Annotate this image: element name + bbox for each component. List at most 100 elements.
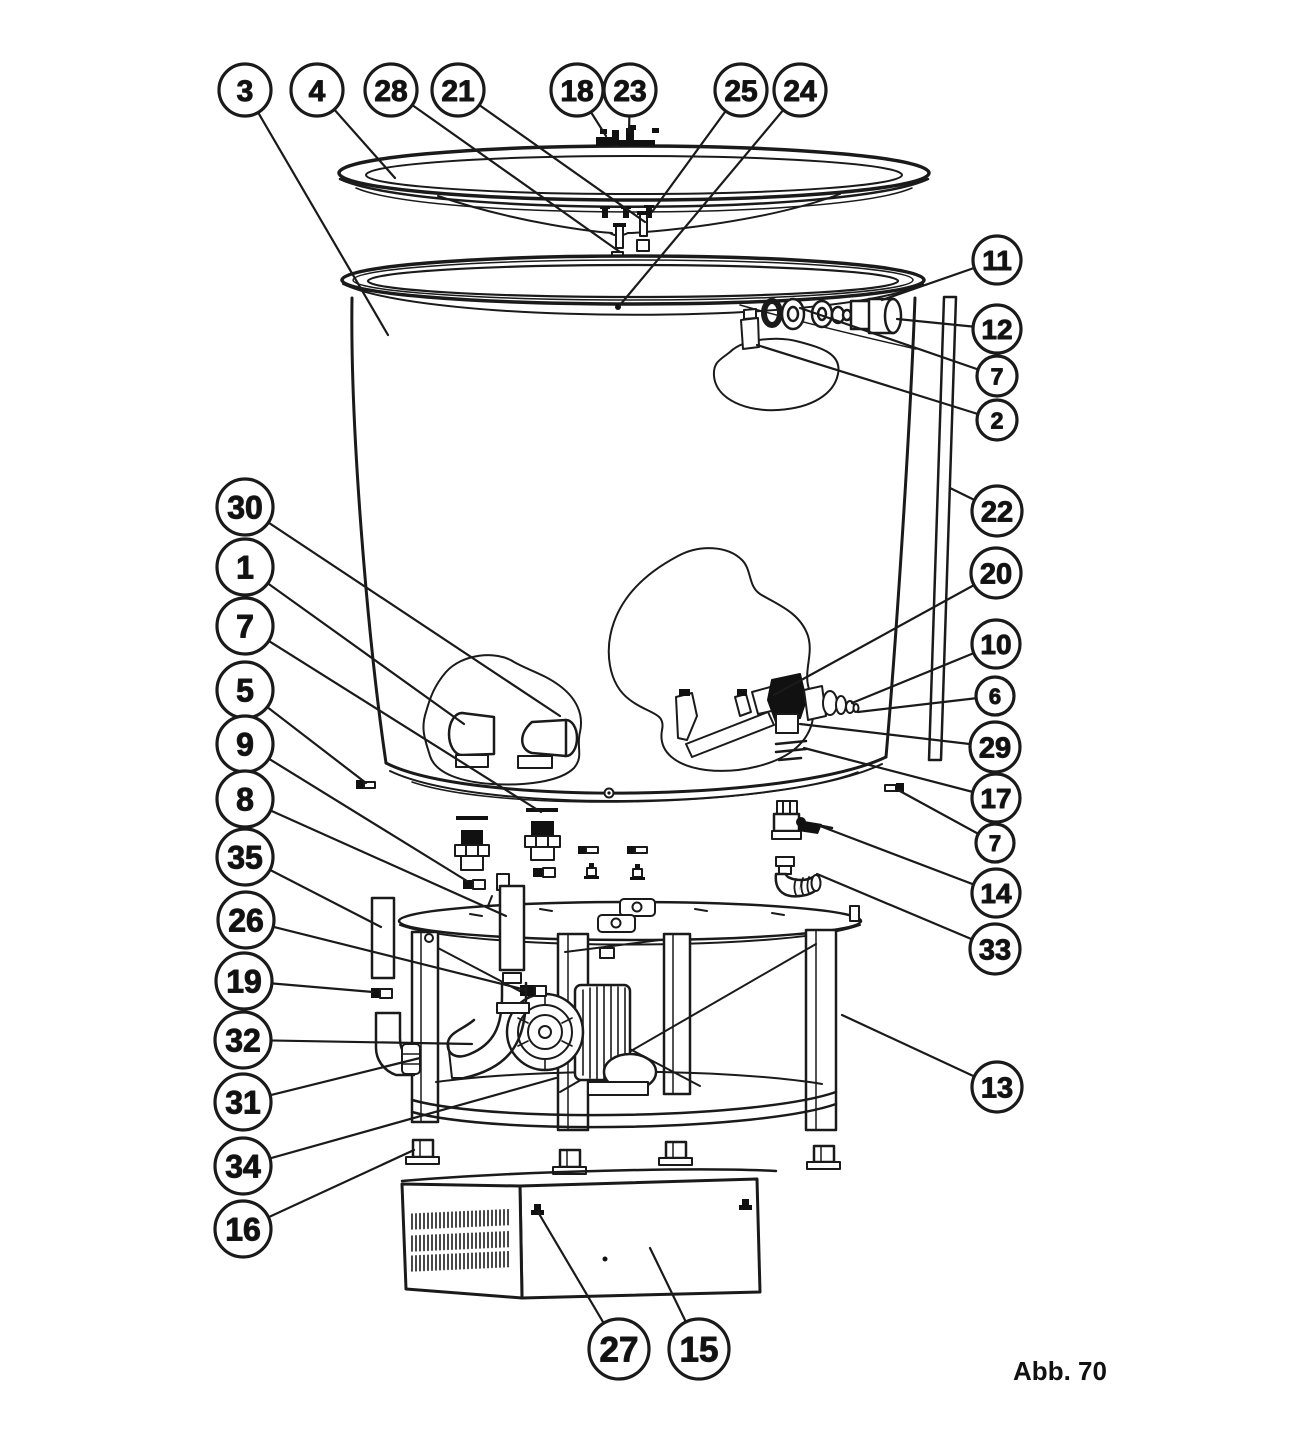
callout-number: 20: [980, 558, 1012, 590]
callout-number: 24: [783, 75, 817, 108]
leader-line: [815, 872, 997, 951]
tank-top-cutout-outline: [712, 337, 840, 412]
callout-circle: [667, 1317, 731, 1381]
callout-24: 24: [618, 62, 828, 307]
callout-circle: [215, 827, 275, 887]
callout-19: 19: [214, 951, 375, 1011]
callout-31: 31: [213, 1056, 422, 1132]
callout-33: 33: [815, 872, 1022, 976]
leader-line: [798, 306, 999, 378]
callout-number: 11: [982, 245, 1012, 276]
lid-fasteners: [600, 205, 654, 263]
callout-circle: [216, 890, 276, 950]
callout-11: 11: [880, 234, 1023, 302]
pump: [505, 939, 661, 1096]
callout-circle: [968, 922, 1022, 976]
callout-circle: [971, 303, 1023, 355]
callout-number: 7: [236, 609, 254, 645]
leader-line: [389, 88, 622, 254]
callout-number: 4: [309, 75, 326, 108]
callout-number: 29: [979, 732, 1011, 764]
left-pipe-parts: [370, 896, 421, 1077]
leader-line: [818, 824, 998, 895]
leader-line: [618, 88, 802, 307]
callout-number: 23: [613, 75, 646, 108]
foot: [658, 1140, 693, 1166]
leader-line: [856, 694, 997, 714]
callout-circle: [213, 1072, 273, 1132]
callout-circle: [430, 62, 486, 118]
callout-circle: [970, 867, 1022, 919]
leader-line: [243, 88, 390, 337]
callout-18: 18: [549, 62, 608, 138]
leader-line: [241, 1076, 558, 1168]
callout-3: 3: [217, 62, 390, 337]
callout-27: 27: [536, 1210, 651, 1381]
callout-number: 34: [225, 1149, 261, 1185]
callout-circle: [215, 477, 275, 537]
tank-bottom-screw-left: [356, 780, 376, 789]
callout-number: 13: [981, 1072, 1013, 1104]
callout-number: 2: [991, 407, 1004, 433]
callout-circle: [587, 1317, 651, 1381]
callout-circle: [970, 772, 1022, 824]
callout-circle: [213, 1010, 273, 1070]
callout-number: 27: [600, 1331, 639, 1370]
leader-line: [755, 343, 999, 422]
callout-7b: 7: [896, 788, 1016, 864]
callout-number: 25: [724, 75, 757, 108]
callout-number: 31: [225, 1085, 261, 1121]
callout-number: 19: [226, 964, 262, 1000]
callout-14: 14: [818, 824, 1022, 919]
callout-16: 16: [213, 1148, 416, 1259]
callout-7: 7: [798, 306, 1019, 398]
callout-circle: [215, 596, 275, 656]
leader-line: [243, 742, 469, 883]
callout-circle: [214, 951, 274, 1011]
leader-line: [243, 624, 543, 814]
callout-circle: [974, 822, 1016, 864]
foot: [806, 1144, 841, 1170]
callout-10: 10: [850, 618, 1022, 705]
control-box: [400, 1168, 778, 1300]
callout-15: 15: [648, 1246, 731, 1381]
callout-number: 16: [225, 1212, 261, 1248]
callout-number: 26: [228, 903, 264, 939]
callout-25: 25: [650, 62, 769, 214]
callout-7c: 7: [215, 596, 543, 814]
callout-4: 4: [289, 62, 397, 180]
callout-circle: [602, 62, 658, 118]
drain-valve-assembly: [675, 673, 860, 762]
callout-6: 6: [856, 675, 1016, 717]
leader-line: [850, 642, 998, 705]
callout-circle: [970, 484, 1024, 538]
tank-lower-left-cutout: [422, 654, 582, 786]
callout-number: 32: [225, 1023, 261, 1059]
callout-5: 5: [215, 660, 368, 785]
stand-feet: [405, 1138, 841, 1175]
callout-number: 35: [227, 840, 263, 876]
callout-22: 22: [948, 484, 1024, 538]
callout-number: 21: [441, 75, 474, 108]
callout-30: 30: [215, 477, 562, 718]
hose-elbow: [774, 856, 822, 898]
callout-9: 9: [215, 714, 469, 883]
callout-number: 6: [989, 684, 1001, 709]
callout-circle: [213, 1199, 273, 1259]
callout-23: 23: [602, 62, 658, 134]
callout-circle: [975, 398, 1019, 442]
callout-number: 1: [236, 550, 254, 586]
callout-number: 12: [981, 314, 1012, 345]
callout-13: 13: [840, 1013, 1024, 1114]
callout-number: 8: [236, 782, 254, 818]
leader-line: [840, 1013, 999, 1089]
callout-number: 33: [979, 934, 1011, 966]
callout-number: 5: [236, 673, 254, 709]
callout-20: 20: [772, 546, 1023, 697]
figure-caption: Abb. 70: [1013, 1356, 1107, 1386]
leader-line: [243, 565, 466, 726]
callout-circle: [213, 1136, 273, 1196]
